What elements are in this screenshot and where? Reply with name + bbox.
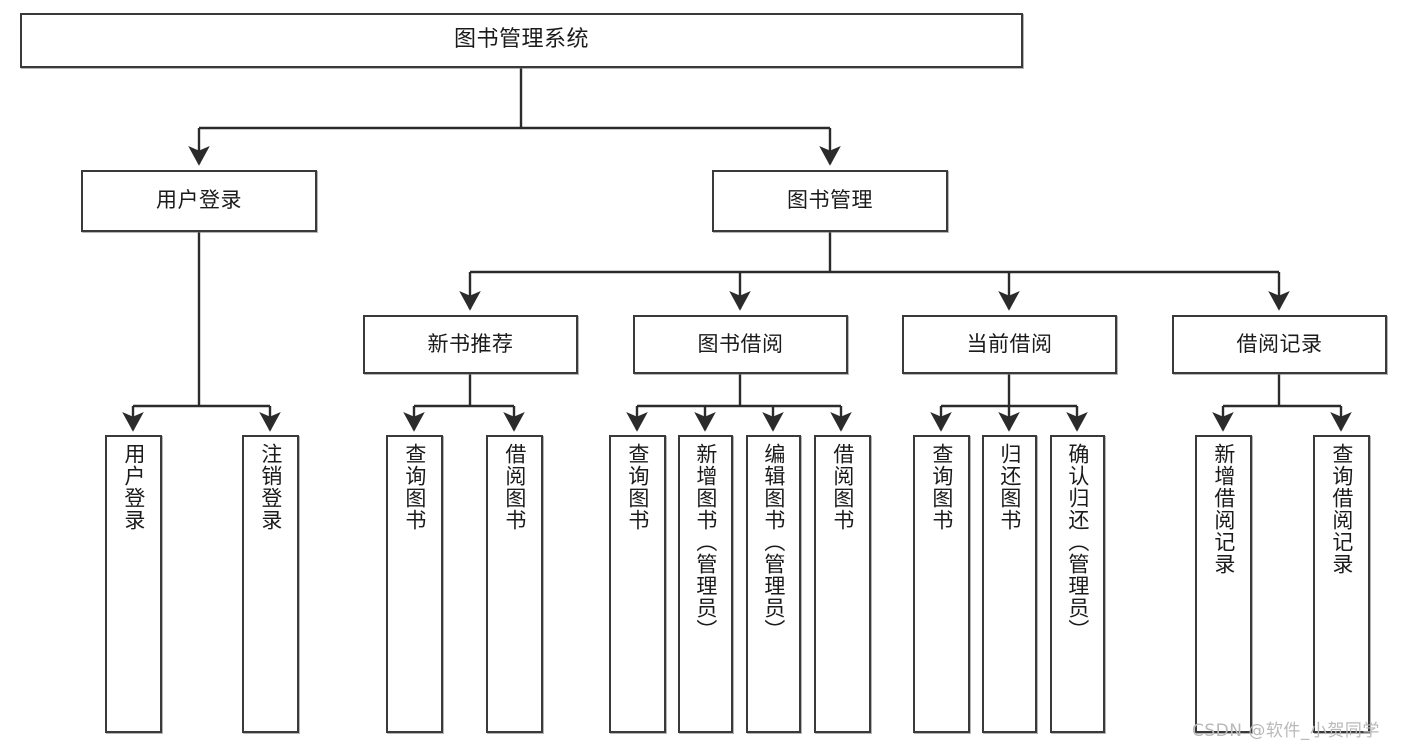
node-borrow-record[interactable]: 借阅记录 [1172, 315, 1387, 374]
leaf-query-book[interactable]: 查询图书 [609, 435, 666, 733]
node-label: 查询图书 [402, 443, 427, 531]
node-user-login[interactable]: 用户登录 [81, 170, 317, 232]
node-root-system[interactable]: 图书管理系统 [20, 13, 1023, 68]
leaf-confirm-return-admin[interactable]: 确认归还（管理员） [1050, 435, 1105, 733]
node-label: 当前借阅 [966, 331, 1053, 356]
node-new-book-recommend[interactable]: 新书推荐 [363, 315, 578, 374]
node-book-management[interactable]: 图书管理 [712, 170, 948, 232]
node-label: 图书管理系统 [453, 27, 589, 53]
csdn-watermark: CSDN @软件_小贺同学 [1192, 721, 1380, 741]
node-label: 查询图书 [625, 443, 650, 531]
node-label: 用户登录 [156, 188, 242, 213]
node-label: 新书推荐 [427, 331, 514, 356]
node-label: 借阅记录 [1236, 331, 1323, 356]
leaf-edit-book-admin[interactable]: 编辑图书（管理员） [746, 435, 801, 733]
node-label: 编辑图书（管理员） [761, 443, 786, 641]
node-label: 归还图书 [997, 443, 1022, 531]
leaf-borrow-book-recommend[interactable]: 借阅图书 [486, 435, 543, 733]
leaf-user-logout[interactable]: 注销登录 [242, 435, 299, 733]
node-label: 借阅图书 [502, 443, 527, 531]
node-label: 新增图书（管理员） [693, 443, 718, 641]
leaf-return-book[interactable]: 归还图书 [982, 435, 1037, 733]
node-current-borrow[interactable]: 当前借阅 [902, 315, 1117, 374]
node-label: 查询图书 [929, 443, 954, 531]
leaf-borrow-book[interactable]: 借阅图书 [814, 435, 871, 733]
leaf-query-book-recommend[interactable]: 查询图书 [386, 435, 443, 733]
leaf-user-login[interactable]: 用户登录 [105, 435, 162, 733]
node-label: 借阅图书 [830, 443, 855, 531]
node-label: 查询借阅记录 [1329, 443, 1354, 575]
leaf-query-borrow-record[interactable]: 查询借阅记录 [1313, 435, 1370, 733]
node-label: 图书借阅 [697, 331, 784, 356]
node-label: 注销登录 [258, 443, 283, 531]
node-label: 图书管理 [787, 188, 873, 213]
leaf-add-book-admin[interactable]: 新增图书（管理员） [678, 435, 733, 733]
node-label: 新增借阅记录 [1211, 443, 1236, 575]
node-book-borrow[interactable]: 图书借阅 [633, 315, 848, 374]
leaf-query-book-current[interactable]: 查询图书 [913, 435, 970, 733]
leaf-add-borrow-record[interactable]: 新增借阅记录 [1195, 435, 1252, 733]
node-label: 用户登录 [121, 443, 146, 531]
node-label: 确认归还（管理员） [1065, 443, 1090, 641]
